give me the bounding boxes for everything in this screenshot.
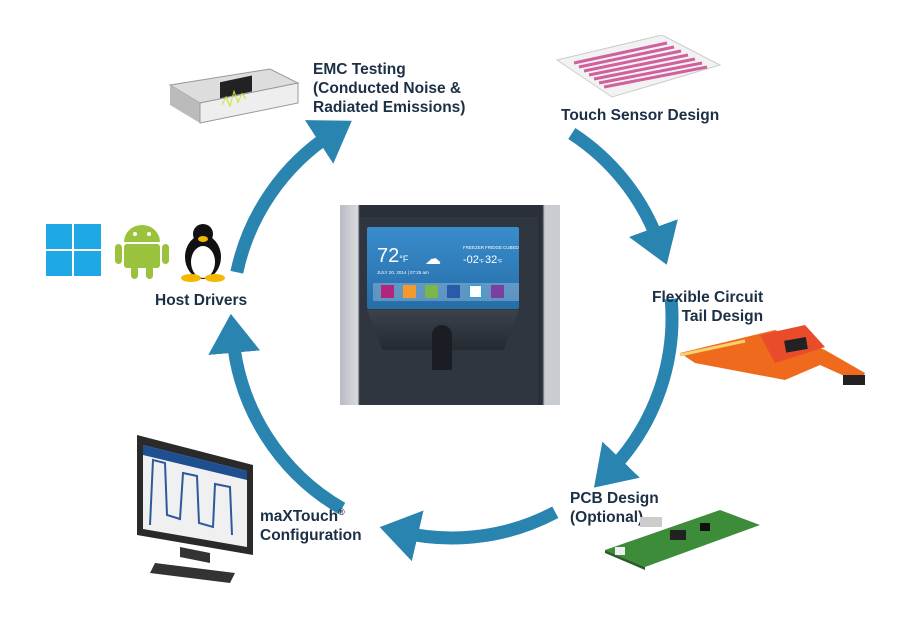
temp-unit: °F (399, 254, 409, 264)
emc-line-3: Radiated Emissions) (313, 99, 466, 116)
arrow-flex-to-pcb (594, 298, 679, 488)
linux-tux-icon (178, 222, 228, 282)
emc-line-2: (Conducted Noise & (313, 80, 462, 97)
freezer-unit: °F (478, 259, 484, 265)
maxtouch-line-2: Configuration (260, 527, 362, 545)
refrigerator-dispenser-image: 72°F ☁ JULY 20, 2014 | 07:25 am FREEZER … (340, 205, 560, 405)
evernote-icon (425, 285, 438, 298)
emc-test-instrument-image (160, 65, 300, 125)
arrow-config-to-host (208, 313, 346, 515)
label-maxtouch-configuration: maXTouch® Configuration (260, 503, 362, 545)
label-flexible-circuit: Flexible Circuit Tail Design (652, 288, 763, 326)
arrow-touch-to-flex (568, 128, 678, 265)
fridge-label: FRIDGE (485, 245, 503, 250)
label-touch-sensor-design: Touch Sensor Design (561, 107, 720, 124)
fridge-unit: °F (497, 259, 503, 265)
pcb-line-1: PCB Design (570, 490, 659, 507)
label-emc-testing: EMC Testing (Conducted Noise & Radiated … (313, 60, 465, 117)
search-icon (381, 285, 394, 298)
maxtouch-name: maXTouch (260, 508, 339, 526)
arrow-host-to-emc (230, 120, 352, 274)
pcb-line-2: (Optional) (570, 509, 644, 526)
emc-line-1: EMC Testing (313, 61, 406, 78)
android-icon (114, 220, 170, 280)
monitor-config-image (135, 435, 255, 585)
flex-line-2: Tail Design (681, 308, 764, 325)
label-pcb-design: PCB Design (Optional) (570, 489, 659, 527)
date-time: JULY 20, 2014 | 07:25 am (377, 270, 429, 275)
registered-mark: ® (338, 507, 345, 517)
calendar-icon (403, 285, 416, 298)
touch-display: 72°F ☁ JULY 20, 2014 | 07:25 am FREEZER … (367, 227, 519, 309)
twitter-icon (469, 285, 482, 298)
touch-sensor-image (552, 35, 722, 100)
flex-tail-image (675, 325, 885, 400)
arrow-pcb-to-config (379, 506, 559, 562)
gear-icon (491, 285, 504, 298)
freezer-value: -02 (463, 254, 479, 266)
flex-line-1: Flexible Circuit (652, 289, 764, 306)
facebook-icon (447, 285, 460, 298)
label-host-drivers: Host Drivers (155, 292, 248, 309)
current-temperature: 72 (377, 245, 400, 267)
pcb-image (600, 505, 765, 570)
cloud-icon: ☁ (425, 251, 441, 268)
freezer-label: FREEZER (463, 245, 485, 250)
fridge-value: 32 (485, 254, 498, 266)
cubed-label: CUBED (503, 245, 519, 250)
windows-icon (46, 224, 101, 276)
